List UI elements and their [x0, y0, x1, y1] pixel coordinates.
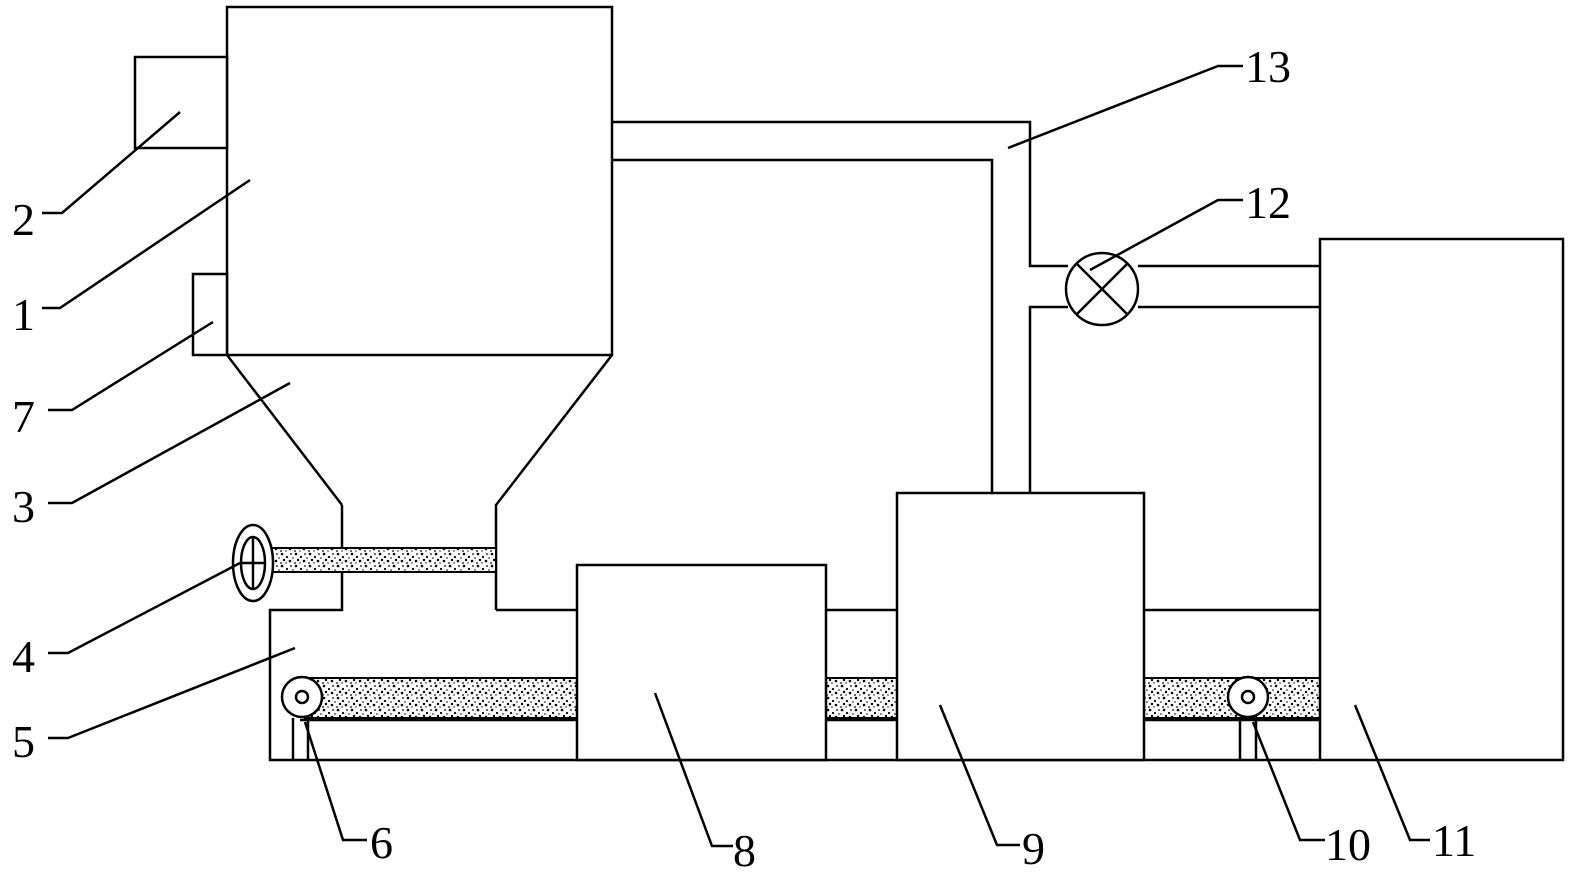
leader-6	[303, 721, 367, 842]
label-2: 2	[12, 194, 35, 245]
unit-11	[1318, 237, 1565, 762]
leader-lines	[42, 64, 1430, 848]
leader-5	[48, 646, 296, 740]
label-10: 10	[1325, 819, 1371, 870]
tank-1	[225, 5, 614, 357]
leader-9	[938, 704, 1020, 847]
leader-7	[48, 320, 214, 412]
leader-1	[42, 178, 251, 310]
label-6: 6	[370, 817, 393, 868]
unit-8	[575, 563, 828, 762]
label-7: 7	[12, 391, 35, 442]
leader-11	[1353, 704, 1430, 842]
label-8: 8	[733, 825, 756, 876]
leader-8	[653, 692, 733, 848]
screw-conveyor-4	[231, 523, 497, 603]
label-12: 12	[1245, 177, 1291, 228]
hopper-3	[226, 354, 613, 610]
pipe-13	[612, 120, 1320, 493]
leader-2	[42, 111, 181, 215]
leader-10	[1251, 721, 1325, 842]
leader-3	[48, 381, 291, 505]
part-labels: 2 1 7 3 4 5 6 8 9 10 11 12 13	[12, 41, 1476, 876]
label-9: 9	[1022, 823, 1045, 874]
leader-13	[1007, 64, 1243, 150]
roller-6	[280, 675, 324, 760]
unit-9	[895, 491, 1146, 762]
label-5: 5	[12, 716, 35, 767]
leader-12	[1089, 198, 1243, 272]
roller-10	[1226, 675, 1270, 760]
label-1: 1	[12, 289, 35, 340]
valve-12	[1064, 251, 1140, 327]
label-13: 13	[1245, 41, 1291, 92]
label-11: 11	[1432, 815, 1476, 866]
label-3: 3	[12, 481, 35, 532]
side-box-2	[133, 55, 229, 150]
label-4: 4	[12, 631, 35, 682]
leader-4	[48, 561, 241, 655]
side-box-7	[191, 272, 229, 357]
